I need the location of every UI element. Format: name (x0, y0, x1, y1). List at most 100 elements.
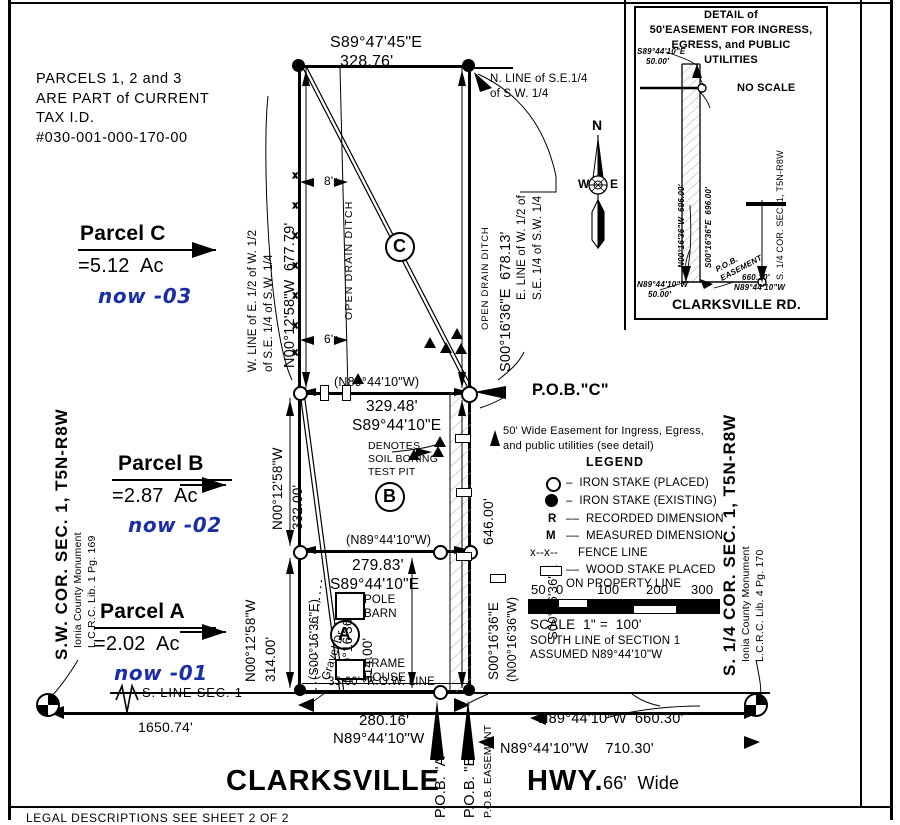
detail-corner-label: S. 1/4 COR. SEC. 1, T5N-R8W (775, 150, 785, 280)
iron-stake-existing-se-a (463, 684, 475, 696)
parcel-b-south-recorded: (N89°44'10"W) (346, 533, 432, 547)
iron-stake-placed-west-b (293, 545, 308, 560)
parcel-a-south-bearing: N89°44'10"W (333, 730, 425, 747)
scale-tick-1: 0 (556, 582, 564, 597)
svg-text:x: x (293, 200, 298, 210)
easement-note: 50' Wide Easement for Ingress, Egress, a… (503, 425, 705, 452)
wood-stake-3 (455, 434, 471, 443)
scan-edge-left (8, 0, 11, 820)
scale-tick-3: 200 (646, 582, 669, 597)
parcel-c-label: Parcel C (80, 222, 166, 245)
legend-fence-symbol: x--x-- (530, 547, 559, 559)
wood-stake-6 (490, 574, 506, 583)
legend-item-4-text: FENCE LINE (578, 547, 648, 559)
south-distance-west: 1650.74' (138, 719, 193, 735)
legend-open-circle-icon (546, 477, 561, 492)
detail-no-scale-label: NO SCALE (737, 82, 796, 94)
wood-stake-5 (456, 552, 472, 561)
parcel-c-circle-letter: C (393, 236, 407, 256)
detail-top-bearing: S89°44'10"E (637, 47, 686, 56)
frame-house-shape (335, 659, 365, 680)
parcel-b-circle-marker (375, 482, 405, 512)
parcel-c-circle-marker (385, 232, 415, 262)
svg-text:x: x (293, 347, 298, 357)
section-south-line-label: S. LINE SEC. 1 (142, 685, 243, 700)
offset-top-label: 8'± (324, 174, 341, 188)
pob-easement-bottom-label: P.O.B. EASEMENT (482, 724, 494, 818)
parcel-c-underline (78, 249, 216, 251)
parcel-b-south-line (298, 550, 471, 553)
tax-id-note: PARCELS 1, 2 and 3 ARE PART of CURRENT T… (36, 71, 210, 146)
compass-north-label: N (592, 117, 603, 133)
scale-bar (528, 599, 720, 614)
pole-barn-label: POLE BARN (364, 594, 397, 621)
detail-bottom-right-bearing: N89°44'10"W (734, 283, 786, 292)
row-offset-line (302, 683, 470, 685)
parcel-b-south-distance: 279.83' (352, 557, 404, 574)
scale-tick-2: 100 (597, 582, 620, 597)
parcel-c-south-recorded: (N89°44'10"W) (334, 375, 420, 389)
legend-filled-circle-icon (545, 494, 558, 507)
scale-text: SCALE 1" = 100' (530, 617, 642, 632)
north-boundary-line-east-ext (468, 67, 513, 69)
parcel-b-underline (112, 479, 232, 481)
parcel-c-south-bearing: S89°44'10"E (352, 417, 442, 434)
soil-boring-triangle-6 (434, 436, 446, 447)
iron-stake-placed-east-b (433, 545, 448, 560)
parcel-a-south-distance: 280.16' (359, 712, 410, 729)
iron-stake-placed-east-a (433, 685, 448, 700)
parcel-a-label: Parcel A (100, 600, 185, 623)
parcel-a-hand-note: now -01 (114, 661, 208, 685)
south-660-dimension: N89°44'10"W 660.30' (538, 711, 684, 727)
iron-stake-existing-nw (292, 59, 305, 72)
detail-bottom-bearing: N89°44'10"W (637, 280, 689, 289)
parcel-c-hand-note: now -03 (98, 284, 192, 308)
svg-text:x: x (293, 290, 298, 300)
row-line-label: 33.00' R.O.W. LINE (328, 676, 435, 688)
legend-item-1-text: – IRON STAKE (EXISTING) (566, 495, 717, 507)
offset-bottom-label: 6'± (324, 332, 341, 346)
legend-item-0-text: – IRON STAKE (PLACED) (566, 477, 709, 489)
svg-text:x: x (293, 230, 298, 240)
soil-boring-note: DENOTES SOIL BORING TEST PIT (368, 440, 439, 479)
iron-stake-existing-sw-a (294, 684, 306, 696)
scale-note: SOUTH LINE of SECTION 1 ASSUMED N89°44'1… (530, 635, 681, 662)
wood-stake-1 (320, 385, 329, 401)
svg-text:x: x (293, 260, 298, 270)
scale-seg-1 (529, 600, 559, 613)
soil-boring-triangle-2 (440, 342, 452, 353)
pole-barn-shape (335, 592, 365, 620)
soil-boring-triangle-legend (432, 446, 444, 457)
road-width-label: 66' Wide (603, 773, 680, 793)
parcel-b-circle-letter: B (383, 486, 397, 506)
detail-left-side-dimension: N00°16'36"W 696.00' (677, 184, 686, 268)
legend-item-2-text: –– RECORDED DIMENSION (566, 513, 724, 525)
parcel-c-south-line (298, 392, 471, 395)
compass-east-label: E (610, 177, 619, 191)
bottom-cut-note: LEGAL DESCRIPTIONS SEE SHEET 2 OF 2 (26, 811, 290, 825)
section-south-line (44, 712, 760, 715)
parcel-a-circle-marker (330, 620, 360, 650)
soil-boring-triangle-3 (451, 328, 463, 339)
parcel-a-area: =2.02 Ac (94, 633, 180, 655)
detail-bottom-right-distance: 660.30' (742, 273, 770, 282)
detail-right-side-dimension: S00°16'36"E 696.00' (704, 186, 713, 268)
pob-b-label: P.O.B. "B" (462, 751, 478, 818)
north-line-bearing: S89°47'45"E (330, 34, 423, 51)
detail-top-distance: 50.00' (646, 57, 670, 66)
north-line-distance: 328.76' (340, 53, 394, 70)
parcel-c-south-distance: 329.48' (366, 398, 418, 415)
legend-measured-symbol: M (546, 530, 556, 542)
detail-inset-box (634, 6, 828, 320)
scale-tick-4: 300 (691, 582, 714, 597)
legend-wood-stake-icon (540, 566, 562, 576)
scale-seg-7 (559, 607, 587, 613)
gravel-drive (314, 575, 323, 691)
south-710-dimension: N89°44'10"W 710.30' (500, 741, 654, 757)
parcel-a-circle-letter: A (338, 624, 352, 644)
road-name-label: CLARKSVILLE (226, 765, 440, 797)
